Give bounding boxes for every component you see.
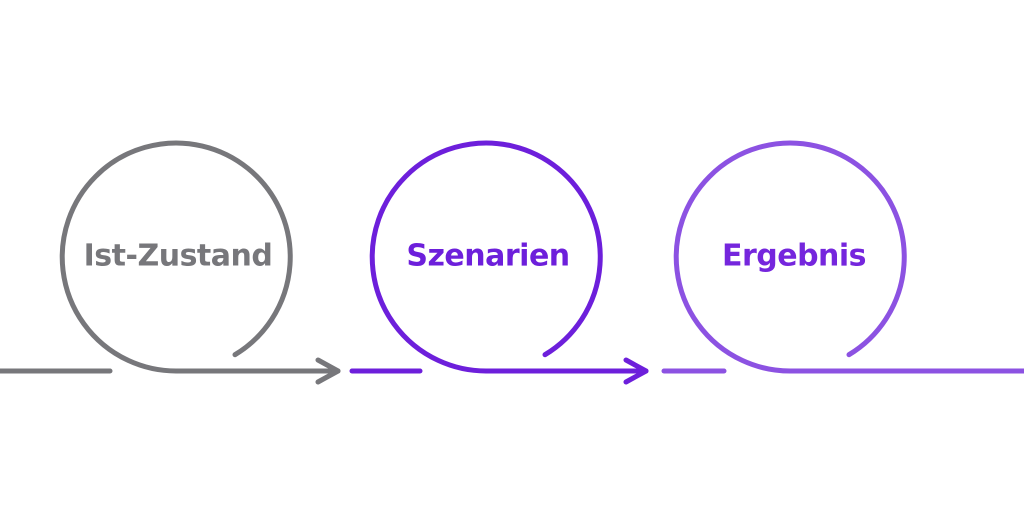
arrow-head-icon xyxy=(623,357,649,385)
loop-arc xyxy=(369,140,603,374)
arrow-head-icon xyxy=(315,357,341,385)
step-label-ergebnis: Ergebnis xyxy=(721,238,867,274)
loop-arc xyxy=(59,140,293,374)
step-label-ist-zustand: Ist-Zustand xyxy=(83,238,273,274)
step-label-szenarien: Szenarien xyxy=(406,238,570,274)
loop-arc xyxy=(673,140,907,374)
